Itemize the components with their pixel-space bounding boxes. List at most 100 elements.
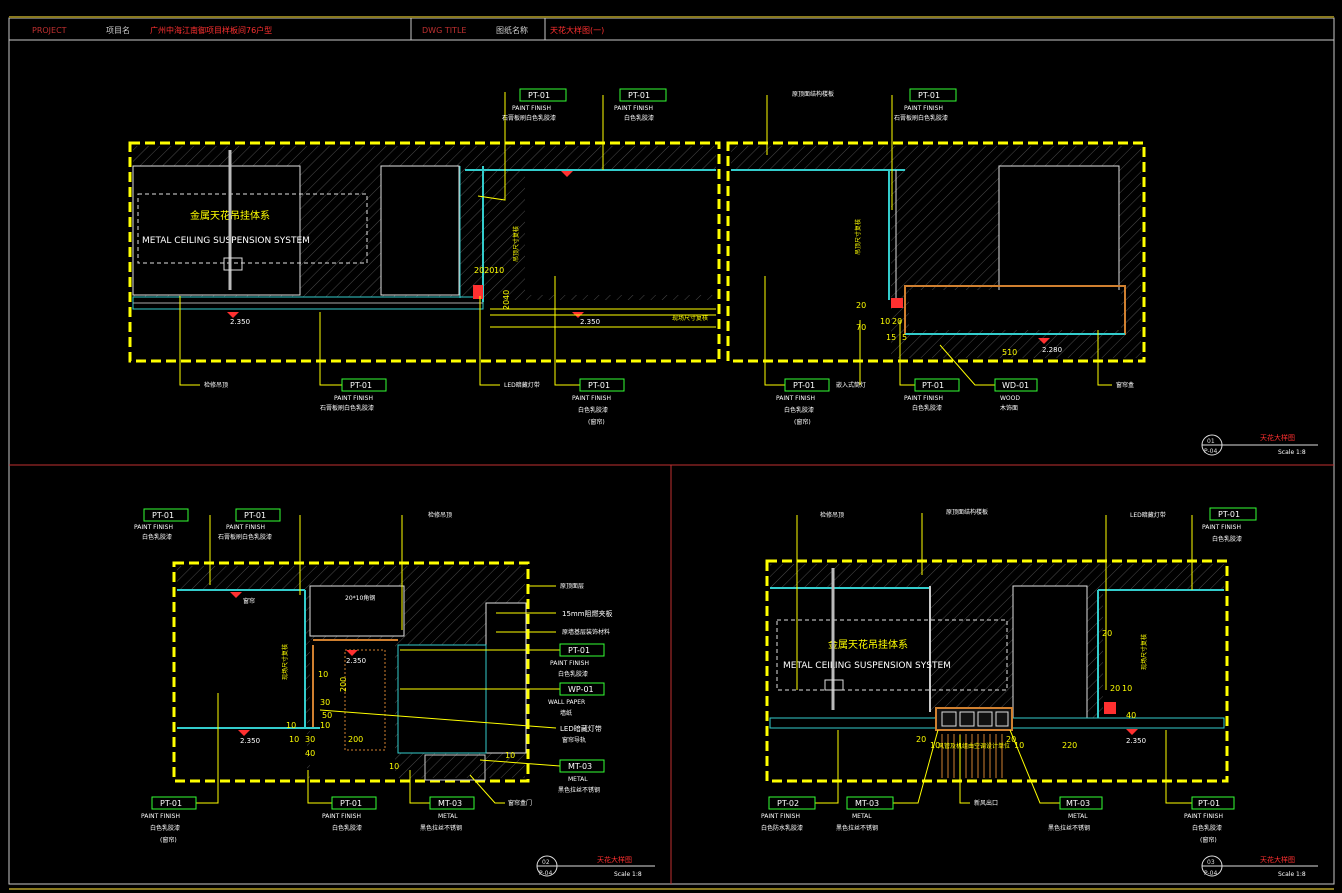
callout-code: PT-01: [918, 91, 940, 100]
callout-p3-t1: 检修吊顶: [796, 511, 844, 690]
callout-line1: METAL: [438, 813, 458, 820]
callout-code: WP-01: [568, 685, 594, 694]
callout-p3-b5: PT-01 PAINT FINISH 白色乳胶漆 (窗帘): [1165, 730, 1235, 844]
project-label: PROJECT: [32, 26, 67, 35]
callout-p2-5: 15mm阻燃夹板: [496, 609, 613, 618]
callout-code: MT-03: [855, 799, 879, 808]
dim-200a: 200: [339, 677, 348, 692]
callout-code: PT-01: [350, 381, 372, 390]
vertical-note-1: 吊顶尺寸复核: [512, 226, 520, 262]
title-scale: Scale 1:8: [614, 871, 642, 878]
callout-code: PT-01: [628, 91, 650, 100]
dim-10b: 10: [880, 317, 890, 326]
callout-line2: 黑色拉丝不锈钢: [558, 786, 600, 794]
title-number: 03: [1207, 859, 1215, 866]
callout-bottom-9: 窗帘盒: [1097, 330, 1134, 389]
callout-line1: PAINT FINISH: [512, 105, 551, 112]
title-name: 天花大样图: [1260, 855, 1295, 864]
callout-line1: PAINT FINISH: [761, 813, 800, 820]
callout-bottom-5: PT-01 PAINT FINISH 白色乳胶漆 (窗帘): [764, 276, 830, 426]
project-label-cn: 项目名: [106, 25, 130, 35]
callout-line2: 黑色拉丝不锈钢: [836, 824, 878, 832]
dim-10c: 10: [320, 721, 330, 730]
callout-line2: 白色乳胶漆: [784, 406, 814, 414]
callout-top-3: 原顶面结构楼板: [766, 90, 834, 155]
title-number: 02: [542, 859, 550, 866]
callout-line2: 检修吊顶: [204, 381, 228, 389]
dim-30b: 30: [305, 735, 315, 744]
callout-line1: WOOD: [1000, 395, 1020, 402]
callout-code: PT-01: [528, 91, 550, 100]
callout-line2: 原顶面结构楼板: [946, 508, 988, 516]
callout-p2-b1: PT-01 PAINT FINISH 白色乳胶漆 (窗帘): [141, 693, 219, 844]
callout-code: MT-03: [1066, 799, 1090, 808]
callout-line1: PAINT FINISH: [334, 395, 373, 402]
metal-ceiling-cn: 金属天花吊挂体系: [828, 638, 908, 651]
dim-20b: 20: [1110, 684, 1120, 693]
callout-p2-6: 原墙基层装饰材料: [496, 628, 610, 636]
callout-bottom-3: LED暗藏灯带: [479, 296, 540, 389]
callout-line2: 石膏板刷白色乳胶漆: [502, 114, 556, 122]
callout-bottom-1: 检修吊顶: [179, 296, 228, 389]
callout-code: MT-03: [438, 799, 462, 808]
vent-label: 风管及机组由空调设计单位: [938, 742, 1010, 750]
callout-line2: 白色乳胶漆: [558, 670, 588, 678]
callout-p3-b2: MT-03 METAL 黑色拉丝不锈钢: [836, 729, 939, 832]
callout-code: PT-01: [793, 381, 815, 390]
project-name: 广州中海江南御项目样板间76户型: [150, 25, 272, 35]
callout-line2: 新风出口: [974, 799, 998, 807]
callout-line2: 石膏板刷白色乳胶漆: [320, 404, 374, 412]
horizontal-note: 现场尺寸复核: [672, 314, 708, 322]
callout-bottom-6: 嵌入式筒灯: [836, 320, 866, 389]
callout-bottom-4: PT-01 PAINT FINISH 白色乳胶漆 (窗帘): [554, 276, 625, 426]
callout-code: PT-01: [588, 381, 610, 390]
callout-p2-1: PT-01 PAINT FINISH 白色乳胶漆: [134, 508, 211, 585]
title-name: 天花大样图: [1260, 433, 1295, 442]
dim-10e: 10: [389, 762, 399, 771]
dim-40: 40: [305, 749, 315, 758]
title-ref: P-04: [1204, 870, 1217, 877]
title-ref: P-04: [539, 870, 552, 877]
callout-p3-b1: PT-02 PAINT FINISH 白色防水乳胶漆: [761, 730, 839, 832]
dim-5: 5: [902, 333, 907, 342]
callout-line2: 检修吊顶: [428, 511, 452, 519]
callout-top-1: PT-01 PAINT FINISH 石膏板刷白色乳胶漆: [477, 88, 567, 201]
callout-line2: 白色乳胶漆: [332, 824, 362, 832]
callout-line1: PAINT FINISH: [322, 813, 361, 820]
callout-p2-4: 原顶面层: [528, 583, 584, 590]
dim-10a: 10: [494, 266, 504, 275]
callout-line1: PAINT FINISH: [1184, 813, 1223, 820]
callout-p2-2: PT-01 PAINT FINISH 石膏板刷白色乳胶漆: [218, 508, 301, 595]
detail-panel-2: 20*10角钢 窗帘 2.350 2.350 现场尺寸复核 10 30 10 2…: [134, 508, 655, 878]
dim-510: 510: [1002, 348, 1017, 357]
dim-20: 20: [502, 300, 511, 310]
callout-line2: 白色防水乳胶漆: [761, 824, 803, 832]
title-scale: Scale 1:8: [1278, 449, 1306, 456]
callout-line3: (窗帘): [160, 836, 177, 844]
callout-line1: PAINT FINISH: [226, 524, 265, 531]
dim-50: 50: [322, 711, 332, 720]
callout-line1: PAINT FINISH: [550, 660, 589, 667]
callout-line2: 白色乳胶漆: [578, 406, 608, 414]
callout-line2: 15mm阻燃夹板: [562, 609, 613, 618]
detail-title-block-1: 01 P-04 天花大样图 Scale 1:8: [1201, 433, 1318, 456]
callout-line2: 白色乳胶漆: [142, 533, 172, 541]
callout-line1: PAINT FINISH: [904, 395, 943, 402]
dim-10a: 10: [318, 670, 328, 679]
dim-40: 40: [502, 290, 511, 300]
dim-20d: 20: [1006, 735, 1016, 744]
callout-line2: LED暗藏灯带: [504, 381, 540, 389]
callout-line1: METAL: [1068, 813, 1088, 820]
callout-code: PT-01: [922, 381, 944, 390]
callout-code: PT-01: [160, 799, 182, 808]
level-marker-1: 2.350: [230, 318, 250, 326]
callout-line2: 白色乳胶漆: [150, 824, 180, 832]
dwg-title: 天花大样图(一): [550, 25, 604, 35]
callout-p2-7: PT-01 PAINT FINISH 白色乳胶漆: [400, 643, 605, 678]
dim-20c: 20: [916, 735, 926, 744]
callout-top-2: PT-01 PAINT FINISH 白色乳胶漆: [602, 88, 667, 170]
callout-line1: PAINT FINISH: [134, 524, 173, 531]
detail-panel-3: 金属天花吊挂体系 METAL CEILING SUSPENSION SYSTEM…: [761, 507, 1318, 878]
callout-line1: PAINT FINISH: [572, 395, 611, 402]
callout-line2: 黑色拉丝不锈钢: [1048, 824, 1090, 832]
